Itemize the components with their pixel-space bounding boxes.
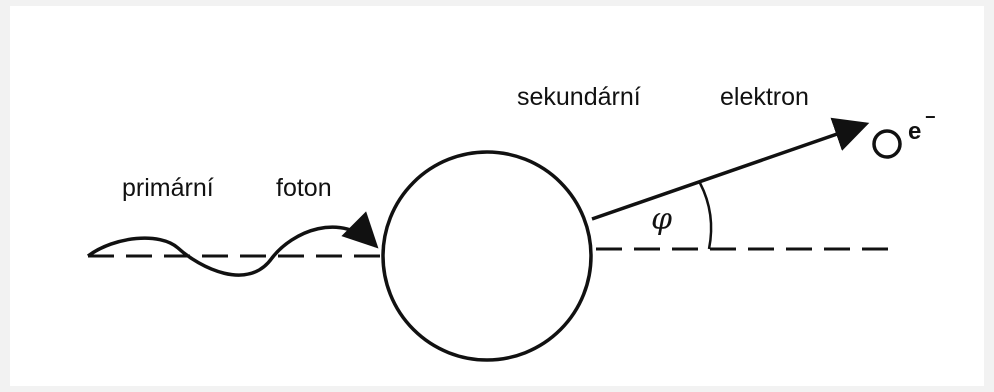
electron-symbol-label: e xyxy=(908,118,921,145)
label-photon-word: foton xyxy=(276,174,332,202)
electron-trajectory-arrow xyxy=(591,117,870,221)
label-electron-word: elektron xyxy=(720,83,809,111)
label-secondary-word: sekundární xyxy=(517,83,641,111)
label-primary-word: primární xyxy=(122,174,214,202)
electron-charge-label: − xyxy=(925,107,936,127)
electron-particle-circle xyxy=(872,129,902,159)
scattering-angle-arc xyxy=(698,182,713,250)
angle-phi-label: φ xyxy=(651,202,672,237)
photon-wave-path xyxy=(86,211,379,277)
atom-circle xyxy=(381,150,593,362)
figure-card xyxy=(10,6,984,386)
